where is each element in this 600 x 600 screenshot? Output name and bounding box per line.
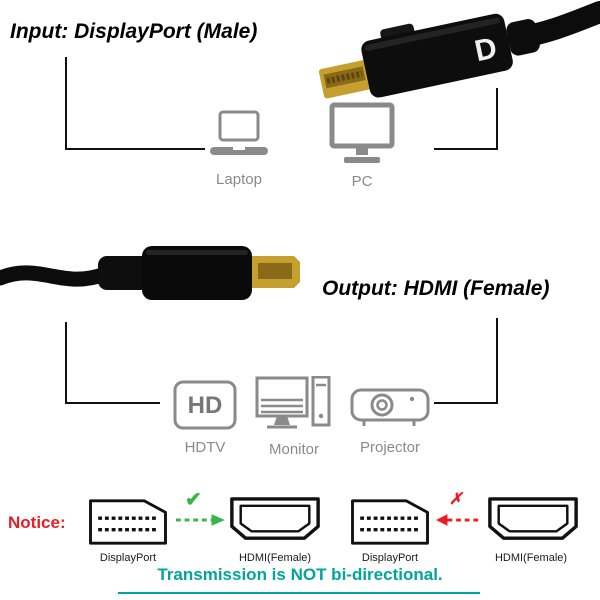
port-label-hdmi-female: HDMI(Female) xyxy=(238,552,312,564)
port-label-hdmi-female: HDMI(Female) xyxy=(494,552,568,564)
port-label-displayport: DisplayPort xyxy=(361,552,419,564)
input-title: Input: DisplayPort (Male) xyxy=(10,20,258,43)
bracket-line xyxy=(65,402,160,404)
transmission-note: Transmission is NOT bi-directional. xyxy=(157,565,443,584)
monitor-icon xyxy=(255,376,331,429)
projector-icon xyxy=(350,388,430,426)
hdmi-port-icon xyxy=(488,497,578,540)
footer-underline xyxy=(118,592,480,594)
hdmi-port-icon xyxy=(230,497,320,540)
device-label: PC xyxy=(351,173,373,190)
pc-icon xyxy=(329,102,395,163)
device-hdtv: HD HDTV xyxy=(173,380,237,456)
bracket-line xyxy=(496,88,498,150)
port-label-displayport: DisplayPort xyxy=(99,552,157,564)
check-icon: ✔ xyxy=(185,489,202,511)
bracket-line xyxy=(434,148,498,150)
arrow-right-icon xyxy=(175,514,225,526)
device-label: Monitor xyxy=(268,441,320,458)
device-monitor: Monitor xyxy=(254,376,334,458)
x-icon: ✗ xyxy=(449,491,463,508)
bracket-line xyxy=(496,318,498,404)
bracket-line xyxy=(65,57,67,150)
bracket-line xyxy=(65,322,67,404)
device-label: HDTV xyxy=(184,439,226,456)
laptop-icon xyxy=(210,110,268,155)
device-laptop: Laptop xyxy=(203,110,275,188)
bracket-line xyxy=(65,148,205,150)
hd-badge: HD xyxy=(188,392,223,419)
hdmi-connector-photo xyxy=(0,246,300,300)
device-label: Laptop xyxy=(216,171,262,188)
hdtv-icon: HD xyxy=(173,380,237,430)
device-projector: Projector xyxy=(348,382,432,456)
arrow-left-icon xyxy=(436,514,482,526)
output-title: Output: HDMI (Female) xyxy=(322,277,550,300)
displayport-port-icon xyxy=(89,499,167,545)
device-label: Projector xyxy=(359,439,421,456)
displayport-male-connector-photo: D xyxy=(318,1,600,99)
notice-label: Notice: xyxy=(8,513,66,532)
device-pc: PC xyxy=(326,102,398,190)
displayport-port-icon xyxy=(351,499,429,545)
bracket-line xyxy=(434,402,498,404)
